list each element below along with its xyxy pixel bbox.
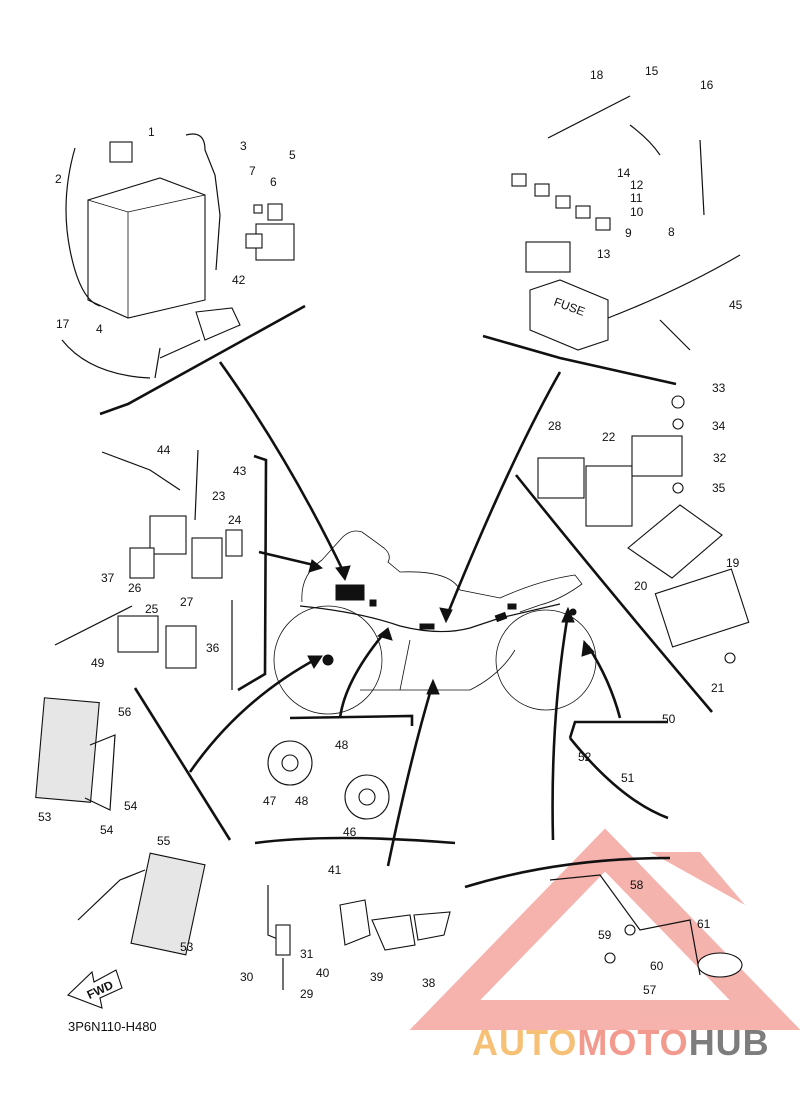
part-31: 31 [300, 947, 314, 961]
part-45: 45 [729, 298, 743, 312]
part-13: 13 [597, 247, 611, 261]
part-20: 20 [634, 579, 648, 593]
part-30: 30 [240, 970, 254, 984]
watermark-part3: HUB [688, 1022, 770, 1063]
relay-group-left [54, 449, 243, 690]
part-35: 35 [712, 481, 726, 495]
part-54-top: 54 [124, 799, 138, 813]
part-3: 3 [240, 139, 247, 153]
part-39: 39 [370, 970, 384, 984]
bracket-group [549, 874, 743, 978]
part-54-bottom: 54 [100, 823, 114, 837]
part-12: 12 [630, 178, 644, 192]
part-1: 1 [148, 125, 155, 139]
part-7: 7 [249, 164, 256, 178]
part-38: 38 [422, 976, 436, 990]
part-32: 32 [713, 451, 727, 465]
part-19: 19 [726, 556, 740, 570]
part-47: 47 [263, 794, 277, 808]
switch-group [267, 885, 451, 990]
fwd-arrow: FWD [66, 969, 123, 1009]
part-11: 11 [630, 191, 643, 205]
part-50: 50 [662, 712, 676, 726]
group-outlines [99, 304, 713, 889]
part-27: 27 [180, 595, 194, 609]
part-33: 33 [712, 381, 726, 395]
part-34: 34 [712, 419, 726, 433]
part-26: 26 [128, 581, 142, 595]
part-51: 51 [621, 771, 635, 785]
part-14: 14 [617, 166, 631, 180]
part-4: 4 [96, 322, 103, 336]
watermark-triangle [409, 828, 800, 1030]
part-53-top: 53 [38, 810, 52, 824]
part-23: 23 [212, 489, 226, 503]
part-59: 59 [598, 928, 612, 942]
part-48-bottom: 48 [295, 794, 309, 808]
part-18: 18 [590, 68, 604, 82]
watermark-logo: AUTOMOTOHUB [472, 1022, 770, 1064]
watermark-part2: MOTO [577, 1022, 689, 1063]
part-41: 41 [328, 863, 342, 877]
part-24: 24 [228, 513, 242, 527]
part-57: 57 [643, 983, 657, 997]
part-56: 56 [118, 705, 132, 719]
part-16: 16 [700, 78, 714, 92]
part-25: 25 [145, 602, 159, 616]
part-5: 5 [289, 148, 296, 162]
leader-lines [188, 361, 622, 867]
battery-group [61, 133, 295, 379]
part-21: 21 [711, 681, 725, 695]
part-22: 22 [602, 430, 616, 444]
part-43: 43 [233, 464, 247, 478]
part-29: 29 [300, 987, 314, 1001]
fuse-group [511, 95, 741, 351]
part-17: 17 [56, 317, 70, 331]
ecu-marker [335, 584, 365, 601]
part-number-labels: 1 2 3 4 5 6 7 8 9 10 11 12 13 14 15 16 1… [38, 64, 743, 1001]
part-8: 8 [668, 225, 675, 239]
part-46: 46 [343, 825, 357, 839]
part-36: 36 [206, 641, 220, 655]
part-42: 42 [232, 273, 246, 287]
motorcycle-outline [273, 530, 597, 715]
part-60: 60 [650, 959, 664, 973]
part-61: 61 [697, 917, 711, 931]
part-58: 58 [630, 878, 644, 892]
part-15: 15 [645, 64, 659, 78]
relay-group [537, 395, 750, 664]
part-53-bottom: 53 [180, 940, 194, 954]
part-6: 6 [270, 175, 277, 189]
part-44: 44 [157, 443, 171, 457]
part-48-top: 48 [335, 738, 349, 752]
reflector-group [35, 697, 206, 956]
part-55: 55 [157, 834, 171, 848]
part-52: 52 [578, 750, 592, 764]
part-40: 40 [316, 966, 330, 980]
diagram-code: 3P6N110-H480 [68, 1019, 157, 1034]
part-37: 37 [101, 571, 115, 585]
part-28: 28 [548, 419, 562, 433]
part-10: 10 [630, 205, 644, 219]
part-2: 2 [55, 172, 62, 186]
horn-group [267, 740, 390, 820]
watermark-part1: AUTO [472, 1022, 578, 1063]
part-49: 49 [91, 656, 105, 670]
part-9: 9 [625, 226, 632, 240]
